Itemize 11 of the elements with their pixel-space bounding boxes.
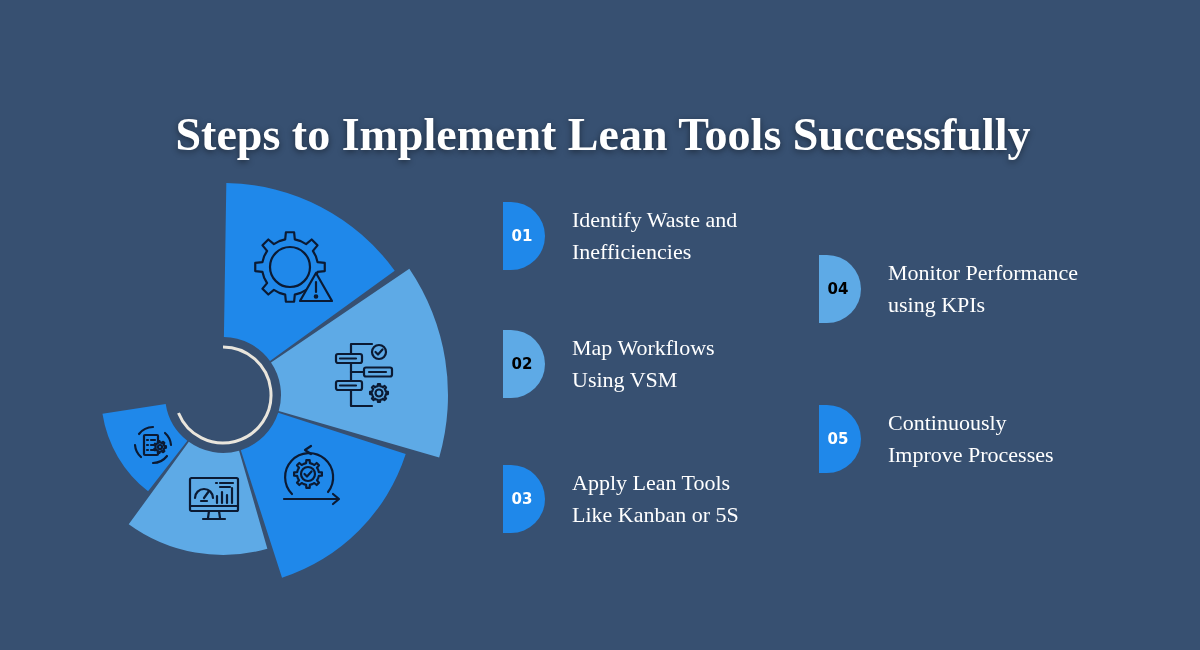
step-label: Monitor Performance using KPIs xyxy=(888,259,1079,319)
step-label: Identify Waste and Inefficiencies xyxy=(572,206,739,266)
step-number-badge: 03 xyxy=(503,465,545,533)
step-number-badge: 02 xyxy=(503,330,545,398)
step-number-badge: 04 xyxy=(819,255,861,323)
step-number-badge: 05 xyxy=(819,405,861,473)
step-label: Map Workflows Using VSM xyxy=(572,334,716,394)
step-number-badge: 01 xyxy=(503,202,545,270)
title: Steps to Implement Lean Tools Successfully xyxy=(175,108,1031,162)
step-label: Apply Lean Tools Like Kanban or 5S xyxy=(572,469,740,529)
step-label: Continuously Improve Processes xyxy=(888,409,1055,469)
